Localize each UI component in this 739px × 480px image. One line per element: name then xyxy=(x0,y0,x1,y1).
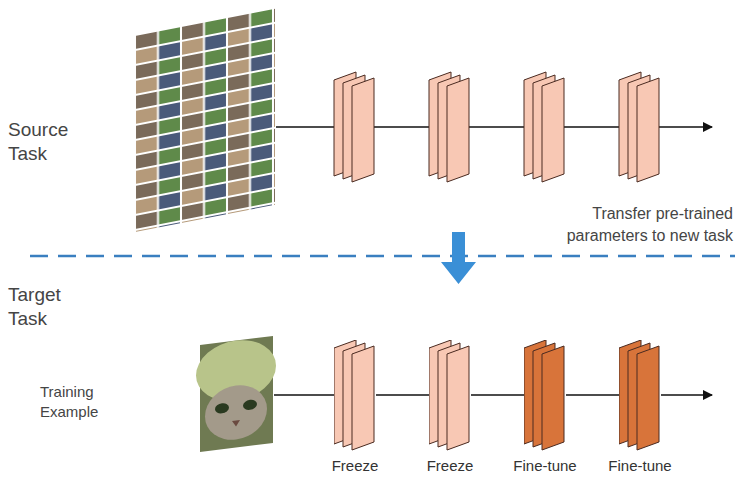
layer-node: Fine-tune xyxy=(511,340,579,474)
cat-image xyxy=(196,336,276,453)
layer-slab xyxy=(637,346,659,450)
layer-node: Freeze xyxy=(330,340,381,474)
flow-line xyxy=(471,394,524,395)
layer-label: Fine-tune xyxy=(511,457,579,474)
layer-stack xyxy=(524,72,564,182)
layer-label: Freeze xyxy=(330,457,381,474)
layer-stack xyxy=(619,72,659,182)
layer-node: Freeze xyxy=(425,340,476,474)
layer-slab xyxy=(447,346,469,450)
transfer-note: Transfer pre-trained parameters to new t… xyxy=(533,203,733,247)
layer-slab xyxy=(542,346,564,450)
image-mosaic xyxy=(135,8,275,232)
separator-line xyxy=(30,255,735,258)
layer-label: Freeze xyxy=(425,457,476,474)
layer-stack xyxy=(429,340,471,452)
layer-stack xyxy=(334,340,376,452)
layer-stack xyxy=(429,72,469,182)
layer-label: Fine-tune xyxy=(606,457,674,474)
example-label: Training Example xyxy=(40,382,115,422)
layer-stack xyxy=(524,340,566,452)
input-line xyxy=(274,394,334,395)
transfer-arrow xyxy=(441,232,476,284)
layer-slab xyxy=(352,346,374,450)
output-arrow xyxy=(661,394,712,395)
layer-stack xyxy=(334,72,374,182)
flow-line xyxy=(376,394,429,395)
layer-stack xyxy=(619,340,661,452)
task-label: Source Task xyxy=(8,118,88,166)
task-label: Target Task xyxy=(8,283,88,331)
flow-line xyxy=(566,394,619,395)
layer-node: Fine-tune xyxy=(606,340,674,474)
